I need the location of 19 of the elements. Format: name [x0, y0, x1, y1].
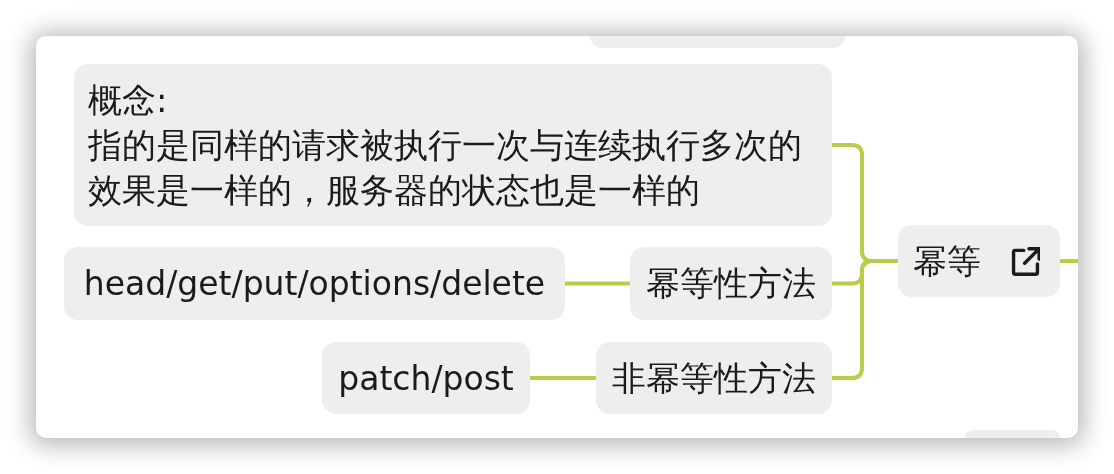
- topic-box: [322, 342, 530, 414]
- topic-box: [74, 64, 832, 226]
- topic-box: [965, 430, 1060, 438]
- connector-line: [1060, 259, 1078, 263]
- topic-label: patch/post: [338, 357, 514, 400]
- topic-box: [596, 342, 832, 414]
- topic-label: 幂等性方法: [646, 262, 816, 305]
- connector-line: [530, 376, 596, 380]
- body-text: 指的是同样的请求被执行一次与连续执行多次的效果是一样的，服务器的状态也是一样的: [88, 124, 803, 212]
- topic-label: 幂等: [913, 239, 981, 283]
- topic-box: [590, 36, 845, 48]
- topic-box: [630, 247, 832, 320]
- topic-box: [64, 247, 565, 320]
- heading-text: 概念:: [88, 79, 169, 122]
- connector-line: [832, 259, 898, 380]
- topic-label: 非幂等性方法: [612, 356, 816, 400]
- topic-label: head/get/put/options/delete: [83, 263, 546, 305]
- connector-line: [565, 281, 630, 286]
- topic-box: [898, 225, 1060, 297]
